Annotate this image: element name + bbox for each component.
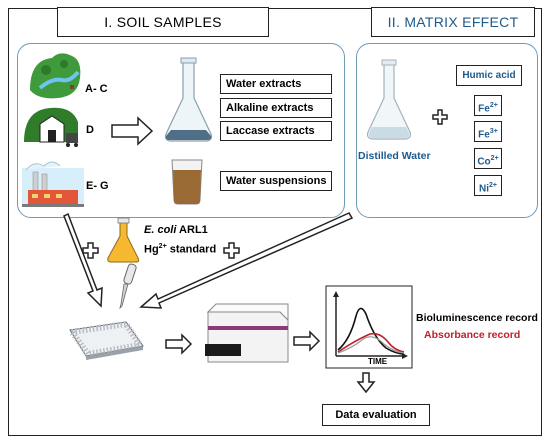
hg-charge: 2+ (158, 243, 167, 250)
bioluminescence-curve (337, 307, 405, 355)
soil-group-d-label: D (86, 124, 94, 136)
ion-box: Co2+ (474, 148, 502, 169)
plate-reader-icon (205, 303, 289, 363)
plus-icon (223, 242, 240, 259)
factory-icon (22, 161, 84, 207)
ecoli-label: E. coli ARL1 (144, 224, 208, 236)
ion-box: Ni2+ (474, 175, 502, 196)
hollow-arrow-down-icon (356, 372, 376, 394)
landscape-icon (30, 53, 81, 99)
ion-charge: 2+ (489, 102, 498, 109)
ion-charge: 2+ (489, 182, 497, 189)
data-evaluation-box: Data evaluation (322, 404, 430, 426)
flask-icon (366, 59, 412, 140)
flask-icon (164, 57, 213, 142)
water-suspensions-box: Water suspensions (220, 171, 332, 191)
plus-icon (432, 109, 448, 125)
beaker-icon (171, 159, 203, 205)
hollow-arrow-icon (293, 330, 321, 352)
humic-acid-box: Humic acid (456, 65, 522, 86)
microplate-icon (66, 320, 146, 360)
matrix-effect-title: II. MATRIX EFFECT (371, 7, 535, 37)
pipette-icon (119, 263, 137, 310)
forest-icon (24, 107, 78, 147)
diagram-frame (8, 8, 542, 436)
alkaline-extracts-box: Alkaline extracts (220, 98, 332, 118)
ion-box: Fe3+ (474, 121, 502, 142)
absorbance-record-label: Absorbance record (424, 329, 521, 341)
water-extracts-box: Water extracts (220, 74, 332, 94)
distilled-water-label: Distilled Water (358, 150, 431, 162)
hg-symbol: Hg (144, 243, 159, 256)
gray-curve (337, 336, 405, 354)
ion-charge: 3+ (489, 128, 498, 135)
arrow-soil-to-plate (63, 212, 103, 308)
plus-icon (82, 242, 99, 259)
hg-standard: standard (166, 243, 217, 256)
hollow-arrow-icon (165, 333, 193, 355)
time-axis-label: TIME (368, 357, 388, 366)
bioluminescence-record-label: Bioluminescence record (416, 312, 538, 324)
y-axis-arrowhead (333, 291, 339, 297)
absorbance-curve (337, 332, 405, 353)
ion-symbol: Fe (478, 129, 490, 141)
ion-symbol: Fe (478, 103, 490, 115)
culture-flask-icon (107, 217, 140, 263)
ion-symbol: Ni (479, 183, 489, 195)
soil-group-ac-label: A- C (85, 83, 108, 95)
record-graph (325, 285, 413, 369)
ecoli-species: E. coli (144, 224, 177, 236)
hollow-arrow-icon (111, 116, 154, 146)
ion-box: Fe2+ (474, 95, 502, 116)
mercury-standard-label: Hg2+ standard (144, 243, 216, 256)
soil-samples-title: I. SOIL SAMPLES (57, 7, 269, 37)
ion-symbol: Co (477, 156, 491, 168)
laccase-extracts-box: Laccase extracts (220, 121, 332, 141)
ecoli-strain: ARL1 (176, 224, 208, 236)
soil-group-eg-label: E- G (86, 180, 109, 192)
ion-charge: 2+ (490, 155, 499, 162)
arrow-matrix-to-plate (139, 212, 354, 309)
